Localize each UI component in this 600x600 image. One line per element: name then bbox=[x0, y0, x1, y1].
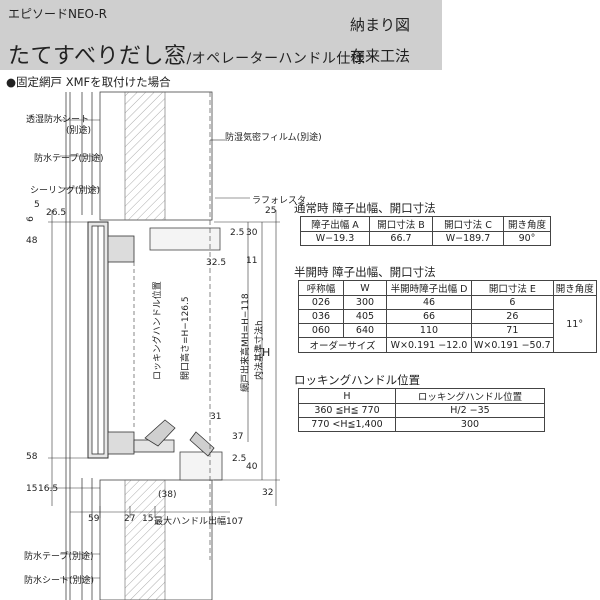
dim-11: 11 bbox=[246, 256, 258, 266]
label-opening-height: 開口高さ=H−126.5 bbox=[181, 296, 191, 380]
dim-2-5-bot: 2.5 bbox=[232, 454, 247, 464]
dim-59: 59 bbox=[88, 514, 100, 524]
label-tape-bottom: 防水テープ(別途) bbox=[24, 552, 94, 562]
table2-header-d: 半開時障子出幅 D bbox=[386, 280, 472, 296]
table3-header-pos: ロッキングハンドル位置 bbox=[395, 388, 545, 404]
table3-r1-pos: H/2 −35 bbox=[395, 403, 545, 418]
table2-r2-w: 405 bbox=[343, 309, 387, 324]
table2-r1-e: 6 bbox=[471, 295, 554, 310]
table1-header-a: 障子出幅 A bbox=[300, 216, 370, 232]
table2-header-w: W bbox=[343, 280, 387, 296]
dim-left-6: 6 bbox=[25, 216, 36, 222]
label-frame-height: 網戸出来高MH=H−118 bbox=[241, 293, 251, 392]
table3-title: ロッキングハンドル位置 bbox=[294, 373, 421, 387]
table3-r1-h: 360 ≦H≦ 770 bbox=[298, 403, 396, 418]
dim-32-5: 32.5 bbox=[206, 258, 227, 268]
dim-left-5: 5 bbox=[34, 200, 40, 210]
table1-title: 通常時 障子出幅、開口寸法 bbox=[294, 201, 436, 215]
dim-handle-max: 最大ハンドル出幅107 bbox=[154, 517, 244, 527]
table2-r2-name: 036 bbox=[298, 309, 344, 324]
dim-left-58: 58 bbox=[26, 452, 38, 462]
screen-note: ●固定網戸 XMFを取付けた場合 bbox=[6, 75, 171, 89]
label-lath: ラフォレスタ bbox=[252, 196, 307, 206]
table1: 障子出幅 A 開口寸法 B 開口寸法 C 開き角度 W−19.3 66.7 W−… bbox=[300, 216, 551, 246]
table3-header-h: H bbox=[298, 388, 396, 404]
dim-2-5-top: 2.5 bbox=[230, 228, 245, 238]
drawing-kind: 納まり図 bbox=[350, 16, 411, 34]
table1-cell-c: W−189.7 bbox=[432, 231, 504, 246]
dim-37: 37 bbox=[232, 432, 244, 442]
dim-left-26-5: 26.5 bbox=[46, 208, 67, 218]
table2-r1-w: 300 bbox=[343, 295, 387, 310]
dim-38: (38) bbox=[158, 490, 177, 500]
table1-cell-a: W−19.3 bbox=[300, 231, 370, 246]
dim-left-15: 15 bbox=[26, 484, 38, 494]
table2: 呼称幅 W 半開時障子出幅 D 開口寸法 E 開き角度 026 300 46 6… bbox=[298, 280, 597, 353]
label-airtight-film: 防湿気密フィルム(別途) bbox=[225, 133, 322, 143]
label-moisture-sheet-sep: (別途) bbox=[66, 126, 92, 136]
dim-40: 40 bbox=[246, 462, 258, 472]
dim-15: 15 bbox=[142, 514, 154, 524]
table1-cell-b: 66.7 bbox=[369, 231, 433, 246]
label-sealing: シーリング(別途) bbox=[30, 186, 101, 196]
table2-header-e: 開口寸法 E bbox=[471, 280, 554, 296]
table2-r3-name: 060 bbox=[298, 323, 344, 338]
dim-left-48: 48 bbox=[26, 236, 38, 246]
table2-header-name: 呼称幅 bbox=[298, 280, 344, 296]
table2-title: 半開時 障子出幅、開口寸法 bbox=[294, 265, 436, 279]
table1-cell-angle: 90° bbox=[503, 231, 551, 246]
table2-order-d: W×0.191 −12.0 bbox=[386, 337, 472, 353]
table3: H ロッキングハンドル位置 360 ≦H≦ 770 H/2 −35 770 <H… bbox=[298, 388, 545, 432]
table2-angle: 11° bbox=[552, 295, 597, 353]
table2-r2-d: 66 bbox=[386, 309, 472, 324]
table1-header-b: 開口寸法 B bbox=[369, 216, 433, 232]
dim-25: 25 bbox=[265, 206, 277, 216]
table3-r2-pos: 300 bbox=[395, 417, 545, 432]
title-bar: エピソードNEO-R たてすべりだし窓/オペレーターハンドル仕様 納まり図 在来… bbox=[0, 0, 442, 70]
label-inner-height: 内法基準寸法h bbox=[255, 320, 265, 380]
table2-r3-w: 640 bbox=[343, 323, 387, 338]
table2-order-label: オーダーサイズ bbox=[298, 337, 387, 353]
page-title: たてすべりだし窓/オペレーターハンドル仕様 bbox=[8, 38, 365, 70]
table1-header-c: 開口寸法 C bbox=[432, 216, 504, 232]
dim-32: 32 bbox=[262, 488, 274, 498]
dim-left-16-5: 16.5 bbox=[38, 484, 59, 494]
table2-r1-name: 026 bbox=[298, 295, 344, 310]
label-moisture-sheet: 透湿防水シート bbox=[26, 115, 90, 125]
dim-h: H bbox=[262, 346, 271, 359]
title-main: たてすべりだし窓 bbox=[8, 44, 187, 69]
table2-header-angle: 開き角度 bbox=[552, 280, 597, 296]
brand-label: エピソードNEO-R bbox=[8, 7, 108, 21]
label-sheet-bottom: 防水シート(別途) bbox=[24, 576, 95, 586]
dim-31: 31 bbox=[210, 412, 222, 422]
label-handle-position: ロッキングハンドル位置 bbox=[153, 281, 163, 380]
dim-30: 30 bbox=[246, 228, 258, 238]
table3-r2-h: 770 <H≦1,400 bbox=[298, 417, 396, 432]
table2-r2-e: 26 bbox=[471, 309, 554, 324]
table1-header-angle: 開き角度 bbox=[503, 216, 551, 232]
table2-r1-d: 46 bbox=[386, 295, 472, 310]
construction-method: 在来工法 bbox=[350, 47, 411, 65]
table2-r3-d: 110 bbox=[386, 323, 472, 338]
dim-27: 27 bbox=[124, 514, 136, 524]
table2-r3-e: 71 bbox=[471, 323, 554, 338]
label-tape-top: 防水テープ(別途) bbox=[34, 154, 104, 164]
title-sub: /オペレーターハンドル仕様 bbox=[186, 51, 366, 67]
table2-order-e: W×0.191 −50.7 bbox=[471, 337, 554, 353]
